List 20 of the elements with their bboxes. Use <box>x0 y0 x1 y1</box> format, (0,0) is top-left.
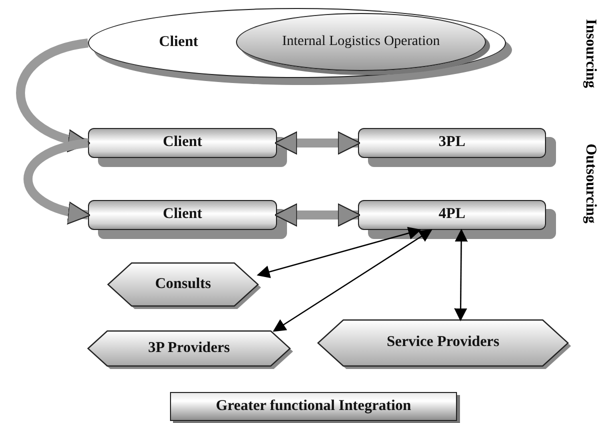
block-arrow <box>16 38 91 151</box>
node-label: Consults <box>155 276 211 294</box>
node-label: 3P Providers <box>148 340 230 358</box>
node-label: Service Providers <box>386 334 500 352</box>
node-label: Greater functional Integration <box>216 398 412 416</box>
block-arrow <box>274 203 361 227</box>
node-label: Internal Logistics Operation <box>282 34 440 50</box>
node-label: Client <box>162 206 202 224</box>
node-label: 3PL <box>438 134 466 152</box>
arrow <box>272 229 432 332</box>
side-label: Insourcing <box>582 18 598 90</box>
rectangle-box <box>170 392 457 421</box>
block-arrow <box>274 131 361 155</box>
node-label: 4PL <box>438 206 466 224</box>
block-arrow <box>24 138 91 224</box>
arrow <box>256 226 422 278</box>
node-label: Client <box>159 34 198 52</box>
side-label: Outsourcing <box>582 142 598 226</box>
node-label: Client <box>162 134 202 152</box>
arrow <box>454 228 468 322</box>
